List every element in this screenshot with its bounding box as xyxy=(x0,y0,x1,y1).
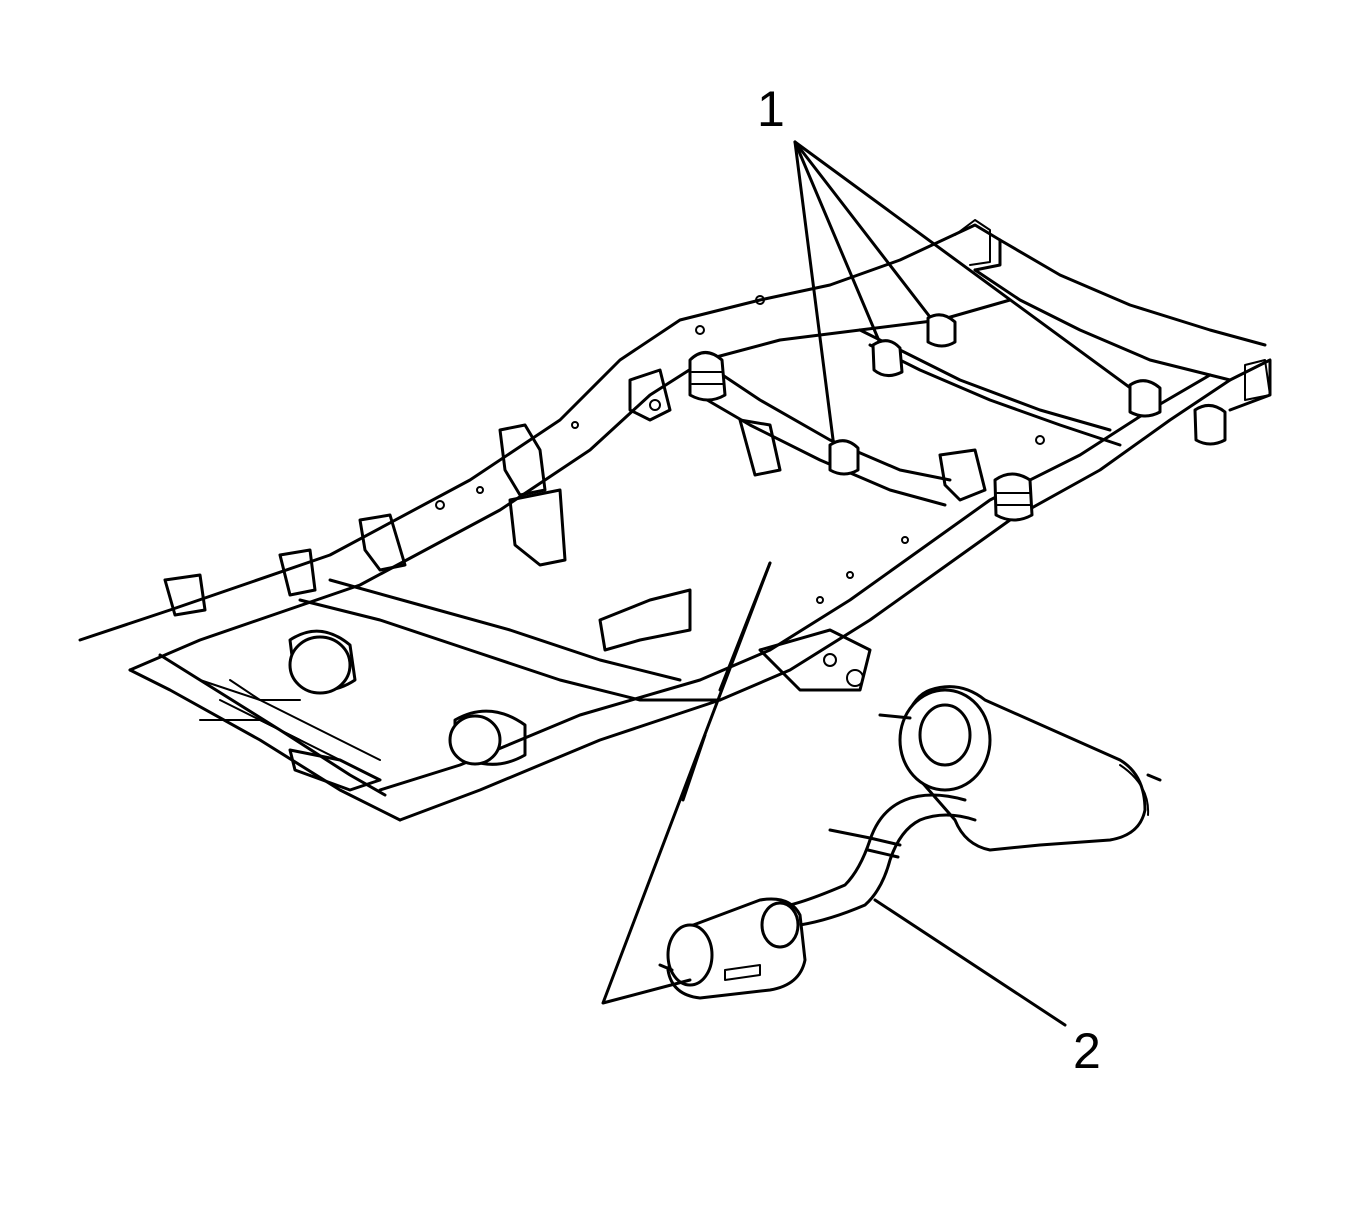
body-mount-callout-targets xyxy=(828,313,1162,476)
frame-right-rail xyxy=(398,358,1272,822)
muffler-outlet xyxy=(918,703,972,767)
callout-1-leaders xyxy=(793,140,1142,457)
body-mount xyxy=(1193,404,1227,446)
frame-bracket xyxy=(498,423,547,497)
body-mount xyxy=(993,472,1034,522)
frame-bracket xyxy=(738,418,782,477)
frame-holes xyxy=(435,295,1045,687)
frame-bracket xyxy=(163,573,207,617)
vehicle-frame xyxy=(78,219,1272,822)
frame-bracket xyxy=(758,628,872,692)
frame-right-rail-inner xyxy=(378,373,1212,792)
muffler-hanger xyxy=(878,713,912,720)
muffler-end-cap xyxy=(898,688,992,792)
callout-2-leader xyxy=(873,898,1067,1027)
body-mount xyxy=(688,351,727,402)
intermediate-pipe-outer xyxy=(798,813,977,927)
body-mount xyxy=(871,339,904,377)
front-exhaust-components xyxy=(199,588,692,792)
frame-front-crossmember xyxy=(128,653,402,822)
callout-1-label: 1 xyxy=(757,81,785,137)
muffler-hanger xyxy=(1146,773,1162,782)
resonator-hanger xyxy=(658,963,674,972)
pipe-hanger xyxy=(828,828,872,840)
resonator-end xyxy=(666,923,714,987)
frame-bracket xyxy=(278,548,317,597)
intermediate-pipe xyxy=(788,793,967,907)
frame-rear-bracket xyxy=(1244,359,1271,401)
frame-bracket xyxy=(358,513,407,572)
frame-front-section xyxy=(298,578,722,702)
frame-bracket xyxy=(938,448,987,502)
frame-bracket xyxy=(628,368,672,422)
frame-rear-end xyxy=(954,219,991,266)
frame-rear-crossmember xyxy=(973,238,1267,382)
frame-front-detail xyxy=(199,679,381,771)
body-mount xyxy=(1128,379,1162,418)
pipe-clamp xyxy=(866,836,902,859)
body-mount xyxy=(926,313,957,348)
callout-2-label: 2 xyxy=(1073,1023,1101,1079)
body-mount xyxy=(828,439,860,476)
detail-wedge xyxy=(601,561,772,1005)
frame-mid-crossmember-1 xyxy=(688,358,952,507)
frame-left-rail-inner xyxy=(128,298,1012,672)
resonator-inlet xyxy=(760,901,800,949)
exhaust-assembly xyxy=(658,685,1162,1000)
frame-bracket xyxy=(508,488,567,567)
frame-left-rail xyxy=(78,223,1002,642)
